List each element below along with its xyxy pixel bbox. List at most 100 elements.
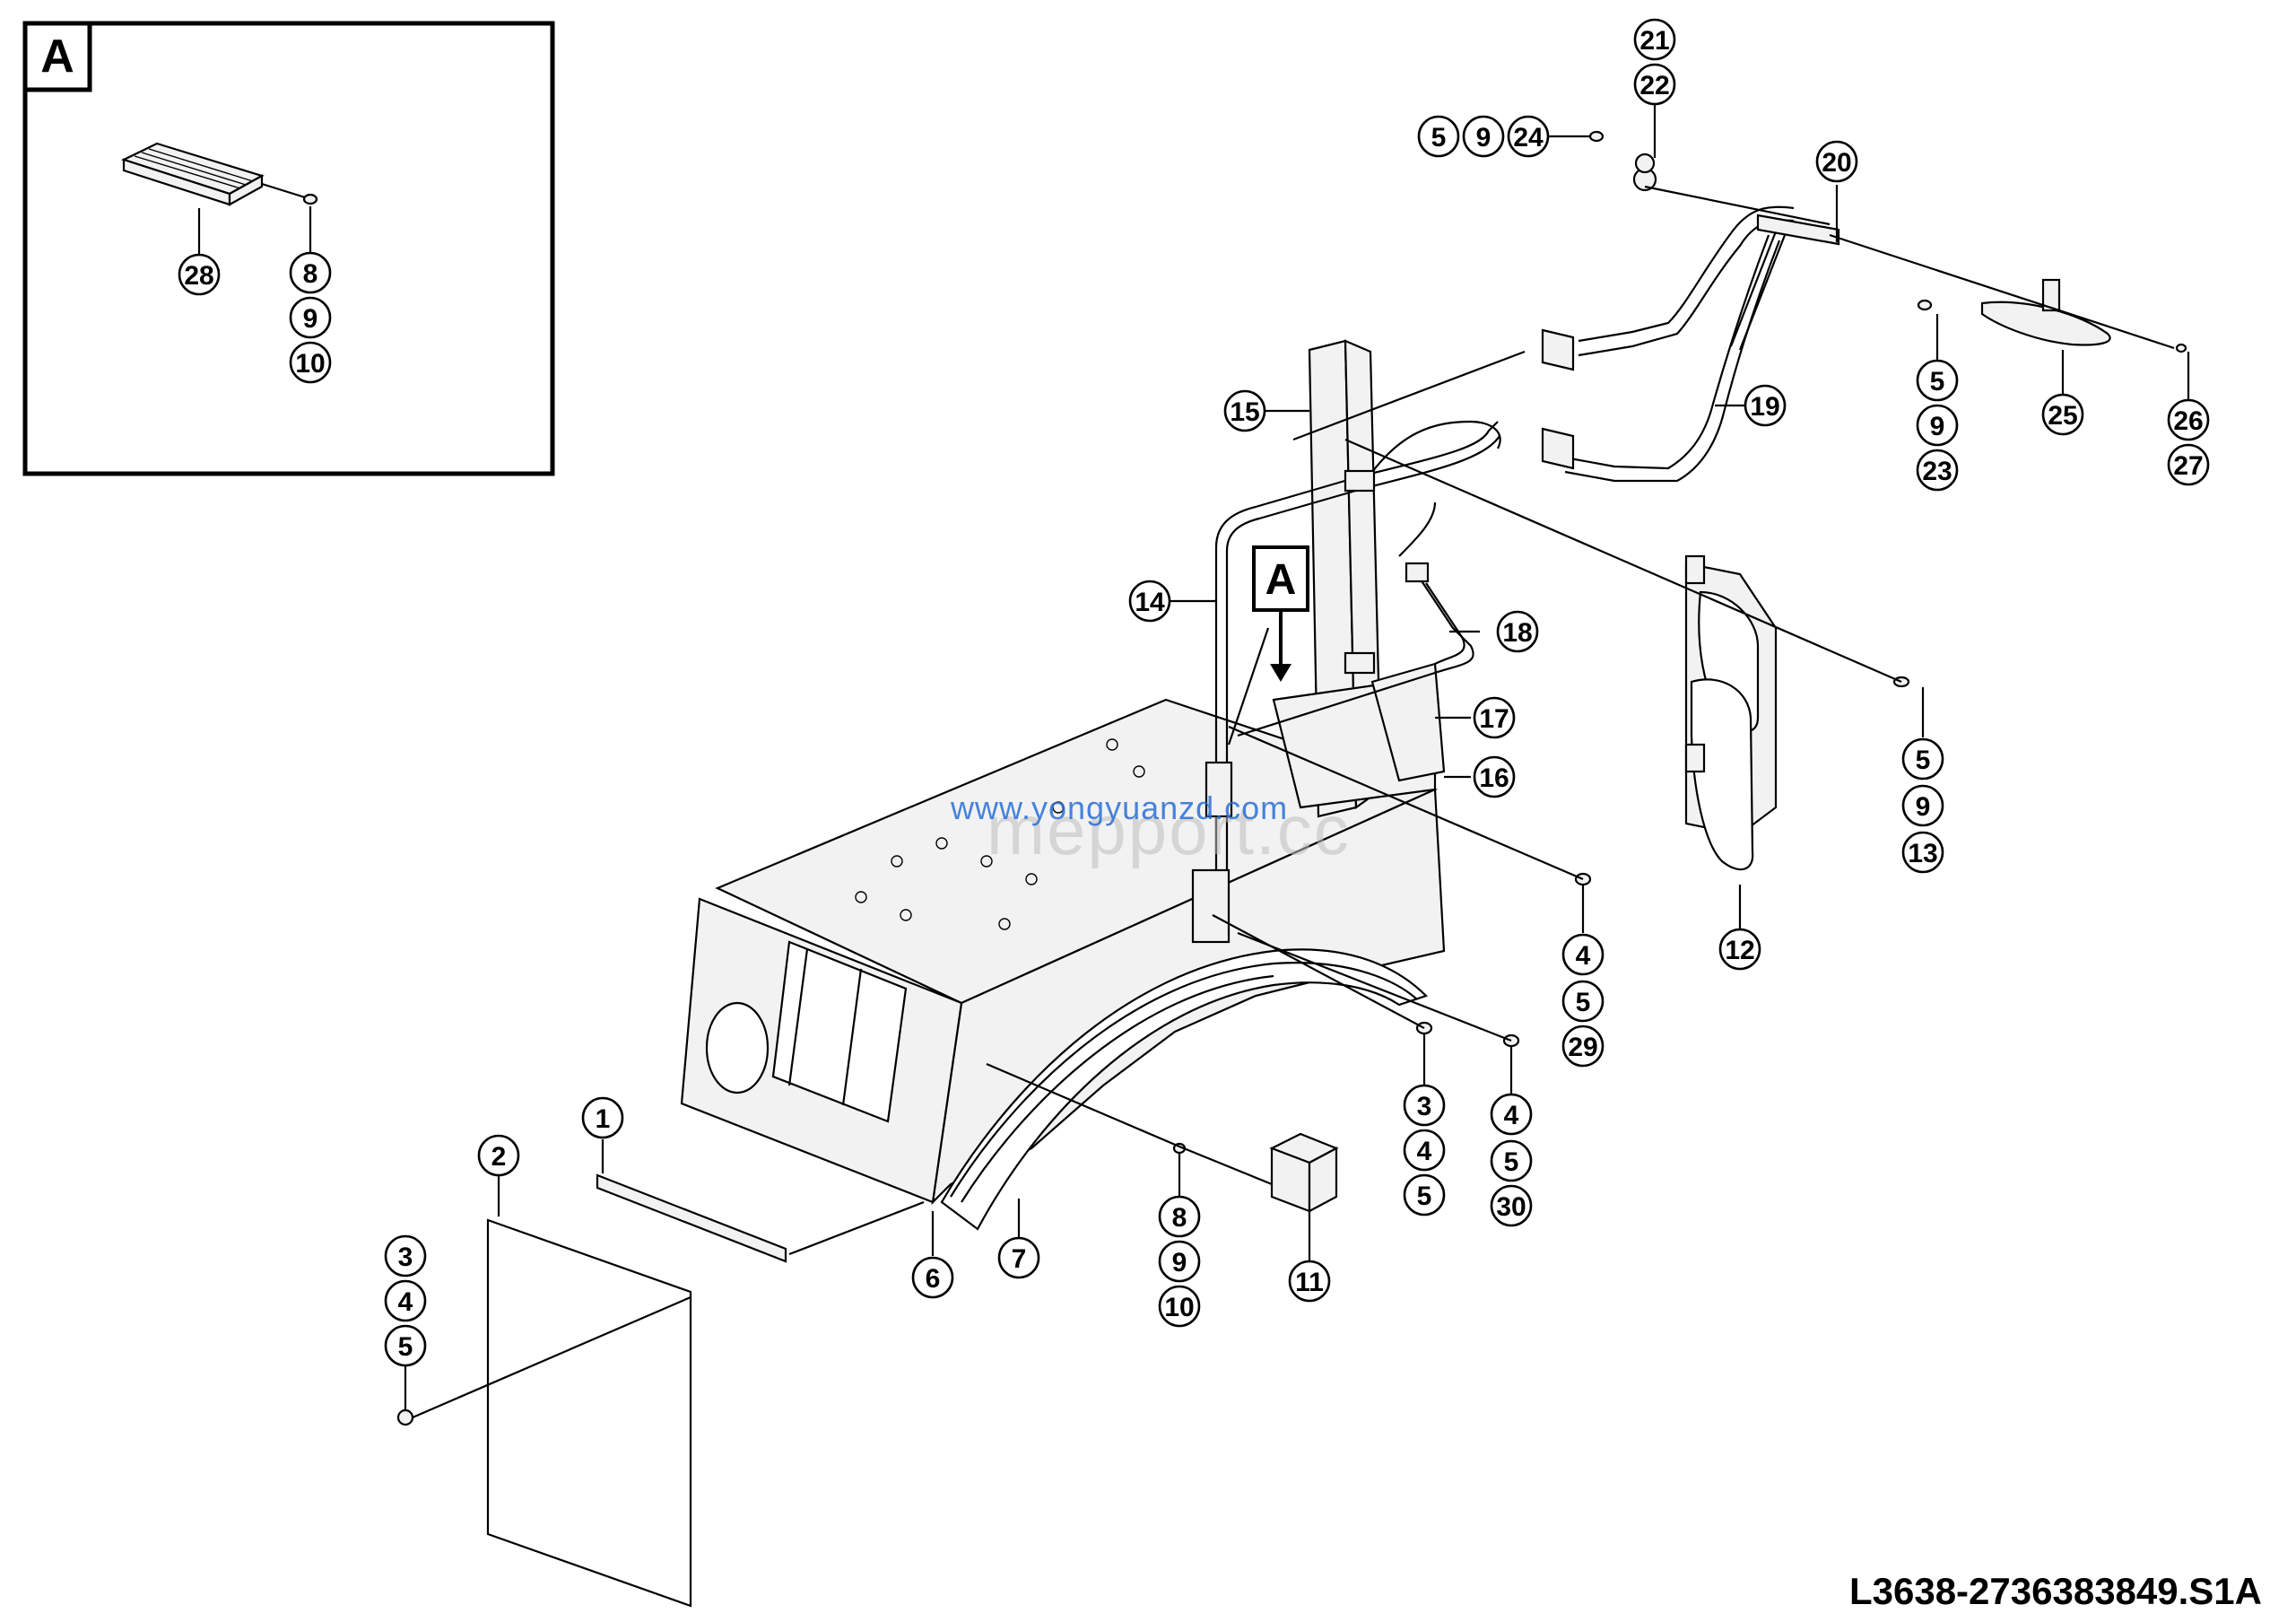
callout-24[interactable]: 24 xyxy=(1507,115,1550,158)
svg-text:15: 15 xyxy=(1230,397,1259,427)
svg-text:26: 26 xyxy=(2173,406,2203,436)
section-marker-a: A xyxy=(1252,545,1309,682)
mirror-arm-parts xyxy=(1541,130,1840,483)
svg-text:18: 18 xyxy=(1502,618,1532,648)
fender-body xyxy=(680,698,1446,1231)
callout-14[interactable]: 14 xyxy=(1128,580,1171,623)
detail-view-a: A xyxy=(22,21,555,476)
mirror-small xyxy=(1829,233,2187,353)
callout-4-mid[interactable]: 4 xyxy=(1403,1129,1446,1172)
svg-text:10: 10 xyxy=(295,349,325,379)
svg-text:12: 12 xyxy=(1725,936,1754,965)
callout-5-arm[interactable]: 5 xyxy=(1916,359,1959,402)
svg-text:30: 30 xyxy=(1496,1192,1526,1222)
svg-text:4: 4 xyxy=(1417,1137,1432,1166)
electrical-box xyxy=(1172,1132,1339,1213)
svg-text:9: 9 xyxy=(1476,123,1492,153)
callout-10[interactable]: 10 xyxy=(1158,1285,1201,1328)
callout-5-flap[interactable]: 5 xyxy=(384,1324,427,1367)
mud-flap-parts xyxy=(396,1173,787,1608)
detail-view-letter: A xyxy=(40,31,74,83)
callout-10-detail[interactable]: 10 xyxy=(289,341,332,384)
svg-text:5: 5 xyxy=(1504,1147,1519,1177)
top-holes xyxy=(855,738,1145,930)
svg-text:19: 19 xyxy=(1750,392,1779,422)
svg-text:13: 13 xyxy=(1908,839,1937,868)
svg-text:5: 5 xyxy=(1431,123,1447,153)
callout-5-right[interactable]: 5 xyxy=(1561,980,1605,1023)
callout-25[interactable]: 25 xyxy=(2041,393,2084,436)
callout-15[interactable]: 15 xyxy=(1223,389,1266,432)
callout-5-mid[interactable]: 5 xyxy=(1403,1173,1446,1216)
svg-text:9: 9 xyxy=(1172,1248,1187,1278)
callout-9-arm[interactable]: 9 xyxy=(1916,404,1959,447)
callout-9-top[interactable]: 9 xyxy=(1462,115,1505,158)
svg-text:23: 23 xyxy=(1922,457,1952,486)
callout-5-top[interactable]: 5 xyxy=(1417,115,1460,158)
callout-11[interactable]: 11 xyxy=(1288,1260,1331,1303)
callout-4-flap[interactable]: 4 xyxy=(384,1279,427,1322)
svg-text:2: 2 xyxy=(491,1142,507,1172)
callout-3-flap[interactable]: 3 xyxy=(384,1234,427,1278)
callout-21[interactable]: 21 xyxy=(1633,18,1676,61)
svg-text:5: 5 xyxy=(398,1332,413,1362)
callout-2[interactable]: 2 xyxy=(477,1134,520,1177)
callout-5-mirror[interactable]: 5 xyxy=(1901,737,1944,780)
svg-text:28: 28 xyxy=(184,261,213,291)
svg-text:24: 24 xyxy=(1513,123,1544,153)
svg-text:17: 17 xyxy=(1479,704,1509,734)
callout-3-mid[interactable]: 3 xyxy=(1403,1084,1446,1127)
callout-23[interactable]: 23 xyxy=(1916,449,1959,492)
leader-lines xyxy=(404,100,2190,1419)
callout-9-mirror[interactable]: 9 xyxy=(1901,784,1944,827)
svg-text:4: 4 xyxy=(1504,1101,1519,1130)
callout-26[interactable]: 26 xyxy=(2167,398,2210,441)
svg-text:5: 5 xyxy=(1417,1182,1432,1211)
watermark-large: mepport.cc xyxy=(987,790,1351,869)
callout-29[interactable]: 29 xyxy=(1561,1025,1605,1068)
callout-6[interactable]: 6 xyxy=(911,1256,954,1299)
callout-7[interactable]: 7 xyxy=(997,1236,1040,1279)
callout-4-right[interactable]: 4 xyxy=(1561,933,1605,976)
svg-text:8: 8 xyxy=(303,259,318,289)
svg-text:9: 9 xyxy=(303,304,318,334)
callout-8[interactable]: 8 xyxy=(1158,1195,1201,1238)
svg-text:20: 20 xyxy=(1822,148,1851,178)
callout-8-detail[interactable]: 8 xyxy=(289,251,332,294)
svg-text:5: 5 xyxy=(1576,988,1591,1017)
support-column xyxy=(1272,339,1446,818)
callout-12[interactable]: 12 xyxy=(1718,928,1761,971)
callout-22[interactable]: 22 xyxy=(1633,63,1676,106)
callout-19[interactable]: 19 xyxy=(1744,384,1787,427)
step-tread-part xyxy=(121,142,265,206)
detail-view-callouts: 28 8 9 10 xyxy=(178,251,332,384)
svg-text:27: 27 xyxy=(2173,451,2203,481)
callout-30[interactable]: 30 xyxy=(1490,1184,1533,1227)
callout-16[interactable]: 16 xyxy=(1473,755,1516,798)
callout-17[interactable]: 17 xyxy=(1473,696,1516,739)
svg-text:9: 9 xyxy=(1916,792,1931,822)
svg-text:3: 3 xyxy=(398,1243,413,1272)
svg-text:25: 25 xyxy=(2048,401,2077,431)
mirror-large xyxy=(1684,554,1910,871)
drawing-id: L3638-2736383849.S1A xyxy=(1848,1570,2262,1612)
svg-text:5: 5 xyxy=(1916,746,1931,775)
svg-text:4: 4 xyxy=(398,1287,413,1317)
svg-text:6: 6 xyxy=(926,1264,941,1294)
callout-4-bolt[interactable]: 4 xyxy=(1490,1093,1533,1136)
callout-27[interactable]: 27 xyxy=(2167,443,2210,486)
callout-9-detail[interactable]: 9 xyxy=(289,296,332,339)
callout-18[interactable]: 18 xyxy=(1496,610,1539,653)
callout-1[interactable]: 1 xyxy=(581,1096,624,1139)
svg-text:7: 7 xyxy=(1012,1244,1027,1274)
svg-text:10: 10 xyxy=(1164,1293,1194,1322)
callout-28[interactable]: 28 xyxy=(178,253,221,296)
svg-text:21: 21 xyxy=(1639,26,1669,56)
callout-9-box[interactable]: 9 xyxy=(1158,1240,1201,1283)
callout-20[interactable]: 20 xyxy=(1815,140,1858,183)
callout-5-bolt[interactable]: 5 xyxy=(1490,1139,1533,1182)
handrail-parts xyxy=(1191,420,1501,944)
callout-13[interactable]: 13 xyxy=(1901,831,1944,874)
svg-text:29: 29 xyxy=(1568,1033,1597,1062)
